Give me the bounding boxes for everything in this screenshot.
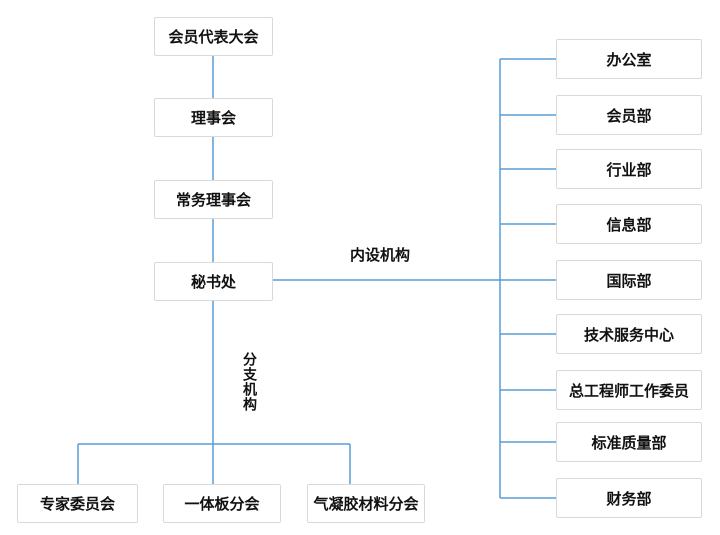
node-office[interactable]: 办公室 [556, 39, 702, 79]
node-membership-dept[interactable]: 会员部 [556, 95, 702, 135]
node-finance-dept[interactable]: 财务部 [556, 478, 702, 518]
node-chief-engineer-committee[interactable]: 总工程师工作委员 [556, 370, 702, 410]
node-member-assembly[interactable]: 会员代表大会 [154, 17, 273, 56]
node-international-dept[interactable]: 国际部 [556, 260, 702, 300]
node-standard-quality-dept[interactable]: 标准质量部 [556, 422, 702, 462]
node-information-dept[interactable]: 信息部 [556, 204, 702, 244]
node-council[interactable]: 理事会 [154, 98, 273, 137]
node-integrated-board-branch[interactable]: 一体板分会 [163, 484, 281, 523]
node-secretariat[interactable]: 秘书处 [154, 262, 273, 301]
branch-group-label: 分支机构 [242, 352, 258, 412]
node-industry-dept[interactable]: 行业部 [556, 149, 702, 189]
node-standing-council[interactable]: 常务理事会 [154, 180, 273, 219]
node-expert-committee[interactable]: 专家委员会 [17, 484, 138, 523]
node-aerogel-branch[interactable]: 气凝胶材料分会 [307, 484, 425, 523]
node-tech-service-center[interactable]: 技术服务中心 [556, 314, 702, 354]
internal-group-label: 内设机构 [350, 247, 411, 264]
